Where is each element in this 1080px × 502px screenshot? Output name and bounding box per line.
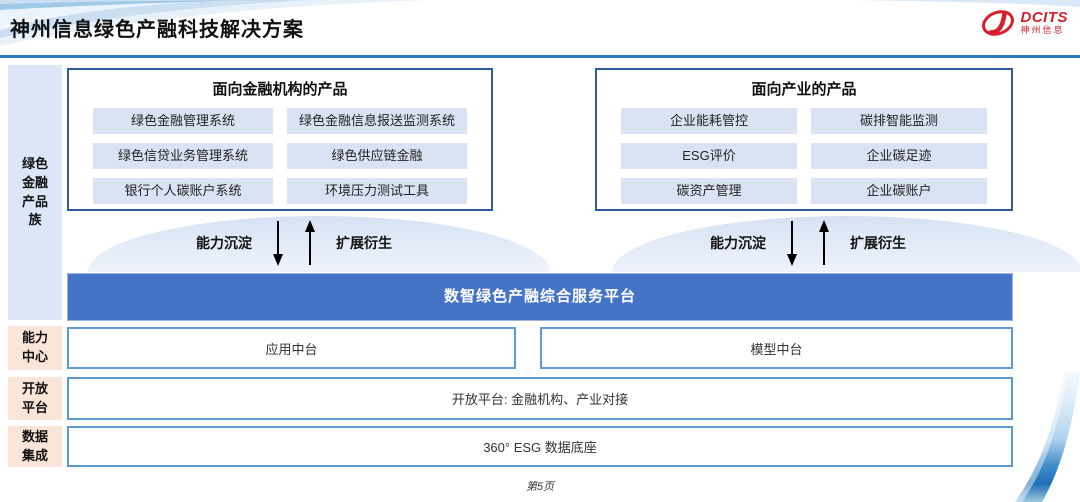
arrow-down-icon xyxy=(787,221,797,266)
esg-data-base-row-box: 360° ESG 数据底座 xyxy=(67,426,1013,467)
model-middle-platform-label: 模型中台 xyxy=(750,341,803,357)
arrow-group-left: 能力沉淀 扩展衍生 xyxy=(196,219,392,267)
industry-products-grid: 企业能耗管控 碳排智能监测 ESG评价 企业碳足迹 碳资产管理 企业碳账户 xyxy=(597,99,1011,204)
product-chip: 碳资产管理 xyxy=(621,178,797,204)
sidebar-label-open-platform: 开放平台 xyxy=(8,377,62,420)
product-chip: 碳排智能监测 xyxy=(811,108,987,134)
industry-products-title: 面向产业的产品 xyxy=(751,81,857,98)
product-chip: 企业碳足迹 xyxy=(811,143,987,169)
platform-banner: 数智绿色产融综合服务平台 xyxy=(67,273,1013,321)
product-chip: 企业碳账户 xyxy=(811,178,987,204)
product-chip: 绿色金融信息报送监测系统 xyxy=(287,108,467,134)
financial-products-grid: 绿色金融管理系统 绿色金融信息报送监测系统 绿色信贷业务管理系统 绿色供应链金融… xyxy=(69,99,491,204)
arrow-up-icon xyxy=(305,220,315,265)
product-chip: 绿色信贷业务管理系统 xyxy=(93,143,273,169)
financial-products-title: 面向金融机构的产品 xyxy=(212,81,348,98)
open-platform-row-box: 开放平台: 金融机构、产业对接 xyxy=(67,377,1013,420)
product-chip: 企业能耗管控 xyxy=(621,108,797,134)
model-middle-platform-box: 模型中台 xyxy=(540,327,1013,369)
sidebar-label-data-integration: 数据集成 xyxy=(8,426,62,467)
industry-products-box: 面向产业的产品 企业能耗管控 碳排智能监测 ESG评价 企业碳足迹 碳资产管理 … xyxy=(595,68,1013,211)
product-chip: 绿色供应链金融 xyxy=(287,143,467,169)
logo-company-name: 神州信息 xyxy=(1020,25,1065,36)
arrow-down-icon xyxy=(273,221,283,266)
product-chip: 银行个人碳账户系统 xyxy=(93,178,273,204)
arrow-group-right: 能力沉淀 扩展衍生 xyxy=(710,219,906,267)
sidebar-label-capability-center: 能力中心 xyxy=(8,326,62,370)
sidebar-label-data-integration-text: 数据集成 xyxy=(22,428,49,463)
product-chip: 环境压力测试工具 xyxy=(287,178,467,204)
logo-brand: DCITS xyxy=(1020,9,1068,27)
arrow-up-icon xyxy=(819,220,829,265)
application-middle-platform-label: 应用中台 xyxy=(265,341,318,357)
open-platform-row-label: 开放平台: 金融机构、产业对接 xyxy=(451,392,629,407)
logo-text: DCITS 神州信息 xyxy=(1021,10,1069,35)
product-chip: ESG评价 xyxy=(621,143,797,169)
page-title: 神州信息绿色产融科技解决方案 xyxy=(10,19,304,41)
sidebar-label-open-platform-text: 开放平台 xyxy=(22,380,49,415)
extend-derive-label: 扩展衍生 xyxy=(336,235,392,251)
page-number: 第5页 xyxy=(525,481,555,493)
capability-settle-label: 能力沉淀 xyxy=(710,235,766,251)
esg-data-base-row-label: 360° ESG 数据底座 xyxy=(483,440,597,455)
capability-settle-label: 能力沉淀 xyxy=(196,235,252,251)
financial-products-box: 面向金融机构的产品 绿色金融管理系统 绿色金融信息报送监测系统 绿色信贷业务管理… xyxy=(67,68,493,211)
sidebar-label-product-family-text: 绿色金融产品族 xyxy=(22,155,49,228)
application-middle-platform-box: 应用中台 xyxy=(67,327,516,369)
company-logo: DCITS 神州信息 xyxy=(979,7,1069,39)
product-chip: 绿色金融管理系统 xyxy=(93,108,273,134)
sidebar-label-product-family: 绿色金融产品族 xyxy=(8,65,62,320)
sidebar-label-capability-center-text: 能力中心 xyxy=(22,330,49,364)
dcits-swoosh-logo-icon xyxy=(981,10,1014,36)
header-divider-line xyxy=(0,55,1080,58)
extend-derive-label: 扩展衍生 xyxy=(850,235,906,251)
